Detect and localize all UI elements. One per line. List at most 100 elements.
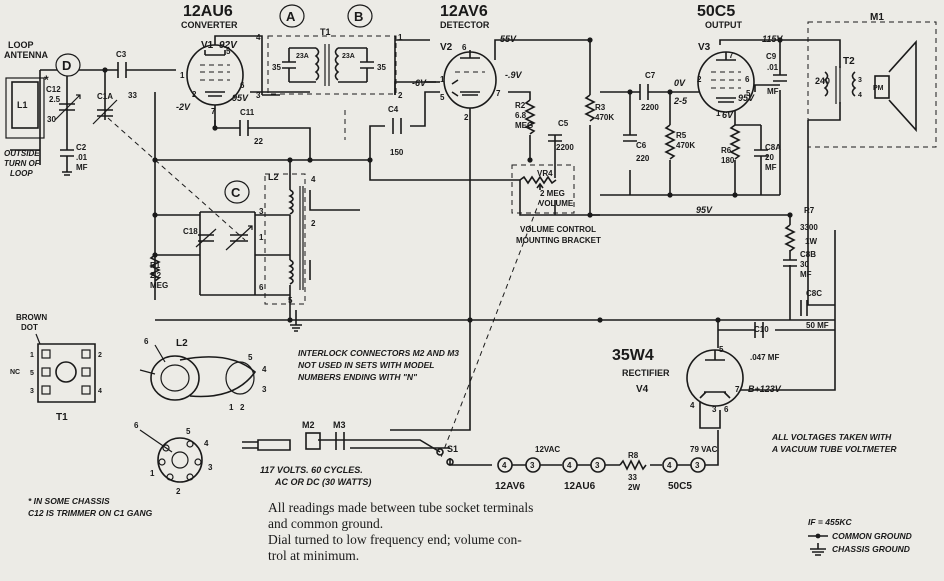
tube-v3: 50C5 OUTPUT V3 115V 95V 0V 2-5 6V 7 6 2 … — [673, 3, 783, 120]
heater-12av6-pin-4: 4 — [502, 461, 507, 470]
c8b-val: 30 — [800, 260, 809, 269]
m3-label: M3 — [333, 420, 346, 430]
heater-12av6-pin-3: 3 — [530, 461, 535, 470]
v1-pin-5: 5 — [226, 47, 231, 56]
output-components: C9 .01 MF R6 180 C8A 20 MF R7 3300 1W C8… — [696, 52, 829, 362]
chassis-ground-label: CHASSIS GROUND — [832, 544, 910, 554]
vtvm-note-2: A VACUUM TUBE VOLTMETER — [771, 444, 897, 454]
heater-12au6-label: 12AU6 — [564, 481, 596, 492]
v1-pin-1: 1 — [180, 71, 185, 80]
c10-val: .047 MF — [750, 353, 779, 362]
antenna-note-3: LOOP — [10, 169, 33, 178]
v4-pin-6: 6 — [724, 405, 729, 414]
heater-12av6-label: 12AV6 — [495, 481, 525, 492]
v1-pin-6: 6 — [240, 81, 245, 90]
if-frequency: IF = 455KC — [808, 517, 853, 527]
s1-label: S1 — [447, 444, 458, 454]
c18-ref: C18 — [183, 227, 198, 236]
v2-pin-7: 6 — [462, 43, 467, 52]
antenna-title-1: LOOP — [8, 40, 34, 50]
c9-ref: C9 — [766, 52, 777, 61]
asterisk-mark: * — [44, 73, 49, 87]
t1-cap-right: 35 — [377, 63, 386, 72]
vtvm-note-1: ALL VOLTAGES TAKEN WITH — [771, 432, 892, 442]
c11-ref: C11 — [240, 108, 255, 117]
v3-plate-voltage: 115V — [762, 34, 783, 44]
input-components: C12 2.5 30 C3 33 C1A C2 .01 MF C11 22 R1… — [46, 50, 272, 290]
antenna-note-1: OUTSIDE — [4, 149, 40, 158]
v1-pin-2: 2 — [192, 90, 197, 99]
v1-pin-7: 7 — [211, 107, 216, 116]
t2-pin-3: 3 — [858, 77, 862, 84]
c10-ref: C10 — [754, 325, 769, 334]
power-spec-1: 117 VOLTS. 60 CYCLES. — [260, 465, 363, 475]
v3-pin-7: 7 — [729, 51, 734, 60]
r1-unit: MEG — [150, 281, 168, 290]
v4-pin-3: 3 — [712, 405, 717, 414]
tube-v2: 12AV6 DETECTOR V2 55V -6V -.9V 6 1 5 7 2 — [412, 3, 523, 122]
r8-val: 33 — [628, 473, 637, 482]
c7-val: 2200 — [641, 103, 659, 112]
l2-socket-pin-2: 2 — [240, 403, 245, 412]
antenna-title-2: ANTENNA — [4, 50, 48, 60]
r7-rating: 1W — [805, 237, 817, 246]
c7-ref: C7 — [645, 71, 656, 80]
c8a-val: 20 — [765, 153, 774, 162]
r8-rating: 2W — [628, 483, 640, 492]
t1-socket-pin-5: 5 — [30, 370, 34, 377]
vr4-ref: VR4 — [537, 169, 553, 178]
l2-pin-5: 5 — [288, 296, 293, 305]
v2-cathode-voltage: -.9V — [505, 70, 523, 80]
c6-ref: C6 — [636, 141, 647, 150]
c9-unit: MF — [767, 87, 779, 96]
c-socket-pin-3: 3 — [208, 463, 213, 472]
v4-ref: V4 — [636, 384, 649, 395]
l2-socket-pin-6: 6 — [144, 337, 149, 346]
t1-socket-pin-3: 3 — [30, 388, 34, 395]
t2-label: T2 — [843, 56, 855, 67]
c-socket-pin-1: 1 — [150, 469, 155, 478]
r5-val: 470K — [676, 141, 695, 150]
c5-ref: C5 — [558, 119, 569, 128]
r3-val: 470K — [595, 113, 614, 122]
vol-bracket-1: VOLUME CONTROL — [520, 225, 596, 234]
c8b-unit: MF — [800, 270, 812, 279]
r2-ref: R2 — [515, 101, 526, 110]
c2-val: .01 — [76, 153, 88, 162]
c8a-ref: C8A — [765, 143, 781, 152]
v1-role: CONVERTER — [181, 20, 238, 30]
speaker-output: M1 T2 240 PM 3 4 — [815, 12, 917, 133]
socket-view-t1: BROWN DOT 1 5 3 2 4 NC T1 — [10, 313, 102, 423]
t1-socket-pin-2: 2 — [98, 352, 102, 359]
c8c-val: 50 MF — [806, 321, 829, 330]
socket-view-c: 6 5 4 3 2 1 — [134, 421, 213, 496]
callout-b: B — [354, 9, 363, 24]
readings-note: All readings made between tube socket te… — [268, 500, 688, 564]
loop-antenna: LOOP ANTENNA L1 OUTSIDE TURN OF LOOP * — [4, 40, 49, 178]
t1-label: T1 — [320, 27, 331, 37]
r7-ref: R7 — [804, 206, 815, 215]
l2-label: L2 — [268, 172, 279, 182]
v3-pin-2: 2 — [697, 75, 702, 84]
t2-pin-4: 4 — [858, 92, 862, 99]
l2-pin-2: 2 — [311, 219, 316, 228]
t1-tune-right: 23A — [342, 53, 355, 60]
c11-val: 22 — [254, 137, 263, 146]
v4-type: 35W4 — [612, 347, 654, 364]
detector-components: R2 6.8 MEG C4 150 C5 2200 R3 470K VR4 2 … — [388, 71, 695, 245]
v2-grid-voltage: -6V — [412, 78, 427, 88]
tube-v1: 12AU6 CONVERTER V1 92V -2V 95V 1 2 5 6 7 — [176, 3, 249, 116]
heater-79vac: 79 VAC — [690, 445, 718, 454]
v4-pin-5: 5 — [719, 345, 724, 354]
c6-val: 220 — [636, 154, 650, 163]
v1-plate-voltage: 92V — [219, 40, 238, 51]
c2-unit: MF — [76, 163, 88, 172]
v1-ref: V1 — [201, 40, 214, 51]
notes: INTERLOCK CONNECTORS M2 AND M3 NOT USED … — [28, 348, 897, 518]
heater-12au6-pin-4: 4 — [567, 461, 572, 470]
readings-line-2: and common ground. — [268, 516, 384, 531]
v1-grid-voltage: -2V — [176, 102, 191, 112]
v3-grid-bias: 2-5 — [673, 96, 688, 106]
l2-pin-3: 3 — [259, 207, 264, 216]
